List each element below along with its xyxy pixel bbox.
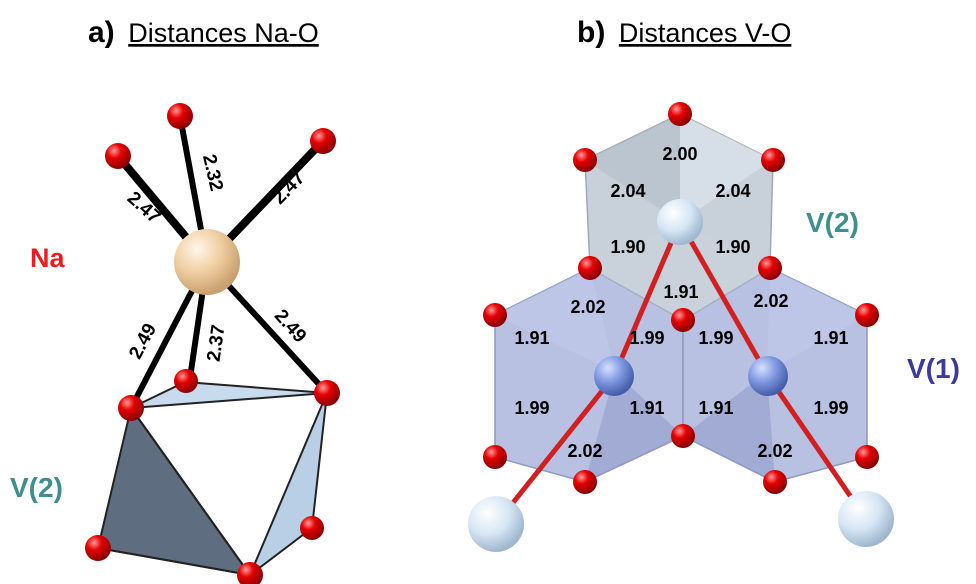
panel-b-v-v-bonds: [493, 219, 869, 527]
panel-b-v1-label: V(1): [907, 353, 960, 384]
panel-a-oxygen-atom: [118, 395, 144, 421]
panel-b-letter: b): [577, 16, 605, 49]
panel-a-sodium-atom: [174, 229, 240, 295]
panel-b-v1-distance-label: 1.99: [813, 398, 848, 418]
panel-a-polyhedron-dark-face: [96, 405, 253, 577]
panel-a-caption: Distances Na-O: [128, 18, 319, 48]
panel-a-oxygen-atom: [314, 380, 340, 406]
panel-b-v2-label: V(2): [806, 207, 859, 238]
panel-b-v2-distance-label: 2.04: [715, 181, 750, 201]
panel-b-oxygen-atom: [758, 256, 782, 280]
panel-a-oxygen-atom: [167, 103, 193, 129]
panel-a-oxygen-atom: [85, 535, 111, 561]
panel-a-structure: 2.47 2.32 2.47 2.49 2.37 2.49 Na V(2): [10, 103, 340, 584]
panel-a-letter: a): [88, 16, 115, 49]
panel-b-v1-distance-label: 1.91: [514, 328, 549, 348]
panel-a-oxygen-atom: [105, 143, 131, 169]
panel-b-caption: Distances V-O: [619, 18, 792, 48]
panel-b-oxygen-atom: [855, 445, 879, 469]
panel-a-oxygen-atom: [174, 369, 198, 393]
panel-a-oxygen-atom: [310, 128, 336, 154]
panel-b-oxygen-atom: [761, 148, 785, 172]
panel-b-v2-distance-label: 2.00: [662, 144, 697, 164]
panel-b-oxygen-atom: [573, 148, 597, 172]
panel-a-na-label: Na: [30, 243, 65, 273]
panel-b-oxygen-atom: [668, 102, 692, 126]
panel-b-v2-atom: [838, 491, 894, 547]
panel-b-v1-atom: [748, 356, 788, 396]
panel-b-v2-atom: [657, 199, 703, 245]
panel-b-title: b) Distances V-O: [577, 16, 791, 49]
panel-b-oxygen-atom: [573, 470, 597, 494]
panel-b-v1-distance-label: 2.02: [570, 297, 605, 317]
panel-a-v2-label: V(2): [10, 472, 63, 503]
panel-a-distance-label: 2.37: [204, 323, 230, 363]
panel-b-v1-distance-label: 1.91: [813, 328, 848, 348]
panel-a-oxygen-atom: [237, 562, 263, 584]
panel-b-v2-distance-label: 1.90: [610, 237, 645, 257]
panel-b-v2-distance-label: 1.91: [663, 282, 698, 302]
panel-b-oxygen-atom: [483, 303, 507, 327]
panel-b-v1-distance-label: 2.02: [757, 441, 792, 461]
panel-a-title: a) Distances Na-O: [88, 16, 319, 49]
panel-b-oxygen-atom: [855, 303, 879, 327]
panel-b-v2-distance-label: 2.04: [610, 181, 645, 201]
panel-b-v1-distance-label: 1.99: [514, 398, 549, 418]
panel-b-v1-atom: [594, 356, 634, 396]
panel-b-v2-atom: [468, 496, 524, 552]
panel-b-oxygen-atom: [671, 308, 695, 332]
panel-b-structure: 2.00 2.04 2.04 1.90 1.90 1.91 2.02 1.91 …: [468, 102, 960, 552]
panel-a-oxygen-atom: [300, 516, 324, 540]
panel-b-oxygen-atom: [578, 256, 602, 280]
panel-b-v1-distance-label: 2.02: [567, 441, 602, 461]
panel-b-v1-distance-label: 1.91: [698, 398, 733, 418]
panel-a-distance-label: 2.32: [198, 152, 227, 193]
panel-b-v1-distance-label: 1.91: [629, 398, 664, 418]
panel-b-v1-distance-label: 1.99: [629, 328, 664, 348]
panel-a-distance-label: 2.47: [269, 168, 310, 209]
panel-b-oxygen-atom: [483, 445, 507, 469]
panel-a-distance-label: 2.47: [123, 188, 165, 228]
panel-b-oxygen-atom: [671, 424, 695, 448]
panel-a-polyhedron-top-face: [130, 380, 328, 409]
panel-b-v1-distance-label: 1.99: [698, 328, 733, 348]
panel-b-v2-distance-label: 1.90: [715, 237, 750, 257]
panel-b-v1-distance-label: 2.02: [753, 291, 788, 311]
panel-a-polyhedron-light-face: [247, 392, 328, 579]
panel-b-oxygen-atom: [763, 470, 787, 494]
